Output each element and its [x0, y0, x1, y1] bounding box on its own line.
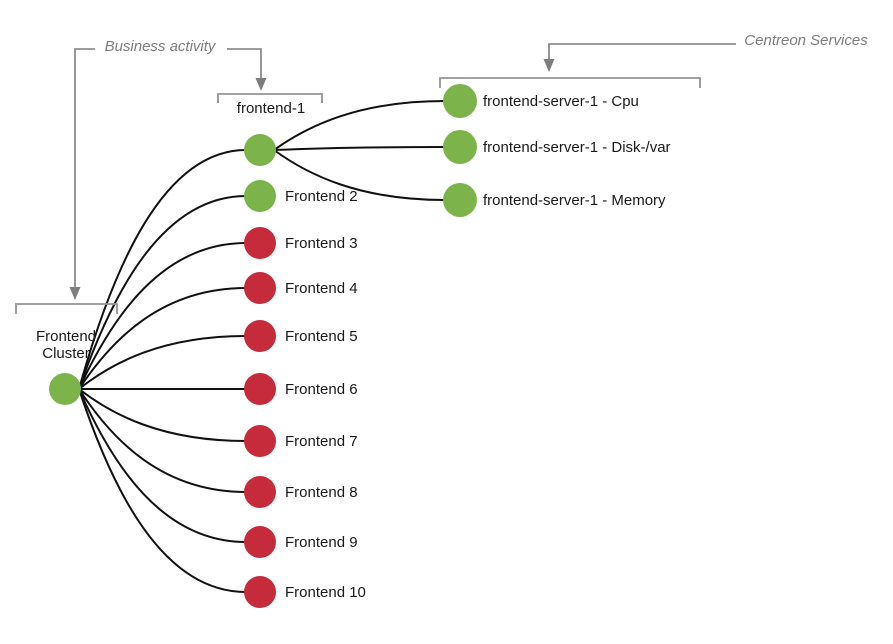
node-frontend-1[interactable] [244, 134, 276, 166]
label-layer: Business activity Centreon ServicesFronte… [36, 32, 868, 601]
edge-frontend-cluster-to-frontend-3 [78, 242, 247, 390]
node-label-frontend-cluster-line-1: Cluster [42, 345, 90, 362]
edge-frontend-cluster-to-frontend-10 [78, 388, 247, 593]
edge-frontend-1-to-svc-memory [273, 149, 446, 201]
annotation-label-centreon-services: Centreon Services [744, 32, 868, 49]
arrow-down-icon [255, 78, 267, 91]
edge-frontend-cluster-to-frontend-7 [78, 388, 247, 442]
node-label-frontend-cluster-line-0: Frontend [36, 328, 96, 345]
node-label-svc-disk: frontend-server-1 - Disk-/var [483, 139, 671, 156]
annotation-layer [15, 43, 736, 314]
node-label-frontend-4: Frontend 4 [285, 280, 358, 297]
node-frontend-8[interactable] [244, 476, 276, 508]
annotation-label-business-activity: Business activity [105, 38, 217, 55]
arrow-down-icon [543, 59, 555, 72]
node-label-frontend-8: Frontend 8 [285, 484, 358, 501]
node-frontend-7[interactable] [244, 425, 276, 457]
node-label-frontend-9: Frontend 9 [285, 534, 358, 551]
node-frontend-2[interactable] [244, 180, 276, 212]
bracket-frontend-cluster-bracket [15, 303, 118, 314]
edge-frontend-cluster-to-frontend-5 [78, 335, 247, 390]
edge-frontend-cluster-to-frontend-9 [78, 388, 247, 543]
annotation-connector-business-activity-0 [74, 48, 95, 287]
node-label-svc-cpu: frontend-server-1 - Cpu [483, 93, 639, 110]
node-label-frontend-10: Frontend 10 [285, 584, 366, 601]
edge-frontend-cluster-to-frontend-4 [78, 287, 247, 390]
node-label-frontend-2: Frontend 2 [285, 188, 358, 205]
bracket-frontend-1-bracket [217, 93, 323, 103]
edge-frontend-1-to-svc-disk [273, 146, 446, 151]
bracket-services-bracket [439, 77, 701, 88]
node-frontend-9[interactable] [244, 526, 276, 558]
node-frontend-5[interactable] [244, 320, 276, 352]
annotation-connector-centreon-services-0 [548, 43, 736, 59]
node-svc-memory[interactable] [443, 183, 477, 217]
edge-frontend-cluster-to-frontend-1 [78, 149, 247, 390]
edge-layer [78, 100, 446, 593]
arrow-down-icon [69, 287, 81, 300]
node-frontend-4[interactable] [244, 272, 276, 304]
edge-frontend-1-to-svc-cpu [273, 100, 446, 151]
annotation-connector-business-activity-1 [227, 48, 262, 78]
node-label-frontend-6: Frontend 6 [285, 381, 358, 398]
node-label-frontend-1: frontend-1 [237, 100, 305, 117]
node-frontend-cluster[interactable] [49, 373, 81, 405]
node-layer [49, 84, 477, 608]
edge-frontend-cluster-to-frontend-2 [78, 195, 247, 390]
node-svc-disk[interactable] [443, 130, 477, 164]
node-label-frontend-5: Frontend 5 [285, 328, 358, 345]
node-frontend-10[interactable] [244, 576, 276, 608]
node-frontend-3[interactable] [244, 227, 276, 259]
node-svc-cpu[interactable] [443, 84, 477, 118]
node-label-svc-memory: frontend-server-1 - Memory [483, 192, 666, 209]
node-label-frontend-7: Frontend 7 [285, 433, 358, 450]
edge-frontend-cluster-to-frontend-8 [78, 388, 247, 493]
node-label-frontend-3: Frontend 3 [285, 235, 358, 252]
node-frontend-6[interactable] [244, 373, 276, 405]
